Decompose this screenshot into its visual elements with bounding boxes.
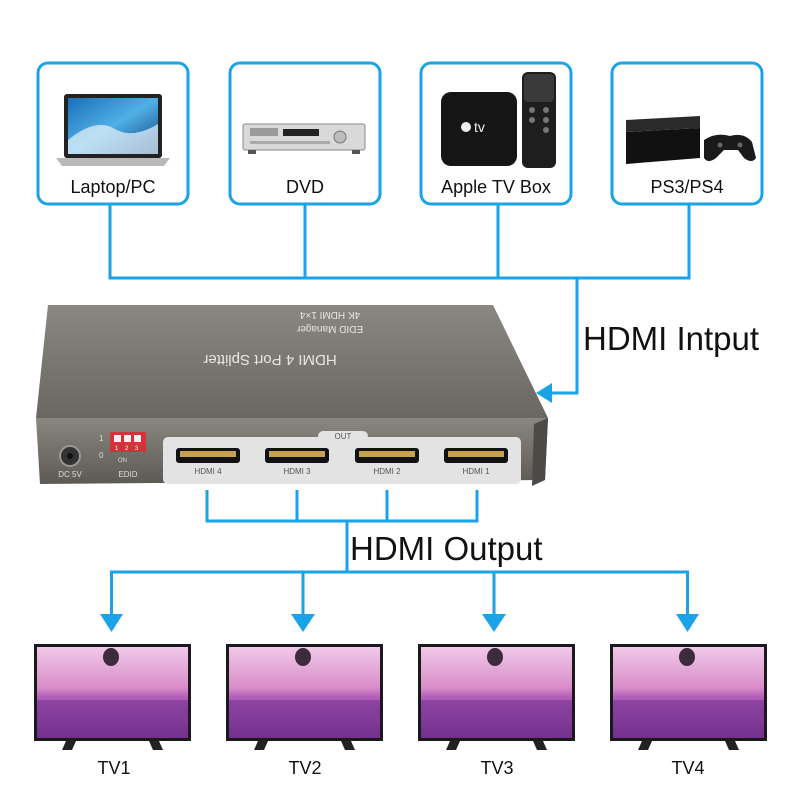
switch-num-1: 1 xyxy=(115,446,119,452)
hdmi-splitter-device: HDMI 4 Port Splitter EDID Manager 4K HDM… xyxy=(36,305,548,486)
port-label: HDMI 3 xyxy=(283,467,311,476)
switch-num-3: 3 xyxy=(135,446,139,452)
tv-label: TV1 xyxy=(97,758,130,778)
balloon-icon xyxy=(103,648,119,666)
switch-pos-1: 1 xyxy=(99,434,104,443)
switch-num-2: 2 xyxy=(125,446,129,452)
edid-label: EDID xyxy=(118,470,137,479)
input-arrowhead xyxy=(536,383,552,403)
source-label: PS3/PS4 xyxy=(650,177,723,197)
balloon-icon xyxy=(679,648,695,666)
switch-on-label: ON xyxy=(118,458,127,464)
port-label: HDMI 4 xyxy=(194,467,222,476)
device-spec-text: 4K HDMI 1×4 xyxy=(299,309,360,320)
output-label: HDMI Output xyxy=(350,530,543,567)
hdmi-port-2: HDMI 2 xyxy=(355,448,419,476)
tv-3: TV3 xyxy=(418,644,575,778)
balloon-icon xyxy=(487,648,503,666)
svg-text:tv: tv xyxy=(474,119,485,135)
tv-label: TV4 xyxy=(671,758,704,778)
output-arrowhead xyxy=(100,614,123,632)
port-label: HDMI 2 xyxy=(373,467,401,476)
dvd-player-icon xyxy=(242,123,366,154)
output-arrowhead xyxy=(482,614,506,632)
source-dvd: DVD xyxy=(228,61,382,206)
tv-label: TV3 xyxy=(480,758,513,778)
source-apple-tv: tv Apple TV Box xyxy=(419,61,573,206)
tv-4: TV4 xyxy=(610,644,767,778)
output-connector xyxy=(100,490,699,632)
tv-1: TV1 xyxy=(34,644,191,778)
tv-label: TV2 xyxy=(288,758,321,778)
source-label: DVD xyxy=(286,177,324,197)
device-top xyxy=(36,305,548,418)
laptop-icon xyxy=(56,94,170,166)
out-label: OUT xyxy=(335,432,352,441)
input-connector xyxy=(108,204,691,403)
apple-tv-icon: tv xyxy=(441,72,556,168)
input-label: HDMI Intput xyxy=(583,320,759,357)
port-label: HDMI 1 xyxy=(462,467,490,476)
source-laptop: Laptop/PC xyxy=(36,61,190,206)
balloon-icon xyxy=(295,648,311,666)
port-panel xyxy=(163,437,521,484)
device-model-text: HDMI 4 Port Splitter xyxy=(203,351,336,368)
source-ps4: PS3/PS4 xyxy=(610,61,764,206)
tv-2: TV2 xyxy=(226,644,383,778)
power-label: DC 5V xyxy=(58,470,82,479)
hdmi-port-3: HDMI 3 xyxy=(265,448,329,476)
device-edid-text: EDID Manager xyxy=(296,323,363,334)
switch-pos-0: 0 xyxy=(99,451,104,460)
output-arrowhead xyxy=(291,614,315,632)
output-arrowhead xyxy=(676,614,699,632)
source-label: Laptop/PC xyxy=(70,177,155,197)
hdmi-port-1: HDMI 1 xyxy=(444,448,508,476)
hdmi-port-4: HDMI 4 xyxy=(176,448,240,476)
source-label: Apple TV Box xyxy=(441,177,551,197)
game-console-icon xyxy=(626,116,756,164)
